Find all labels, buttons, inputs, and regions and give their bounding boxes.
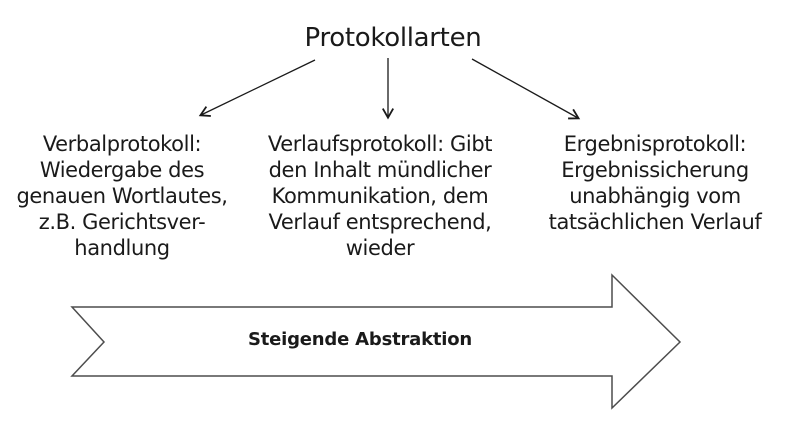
branch-ergebnisprotokoll: Ergebnisprotokoll: Ergebnissicherung una… <box>548 132 762 234</box>
branch-verbalprotokoll: Verbalprotokoll: Wiedergabe des genauen … <box>16 132 228 260</box>
diagram-title: Protokollarten <box>304 23 482 53</box>
branch-verlaufsprotokoll: Verlaufsprotokoll: Gibt den Inhalt mündl… <box>267 132 493 260</box>
abstraction-arrow-label: Steigende Abstraktion <box>247 329 473 350</box>
block-arrow-right-icon <box>70 273 682 410</box>
branch-arrow-left-icon <box>198 59 316 117</box>
branch-arrow-right-icon <box>471 58 581 120</box>
